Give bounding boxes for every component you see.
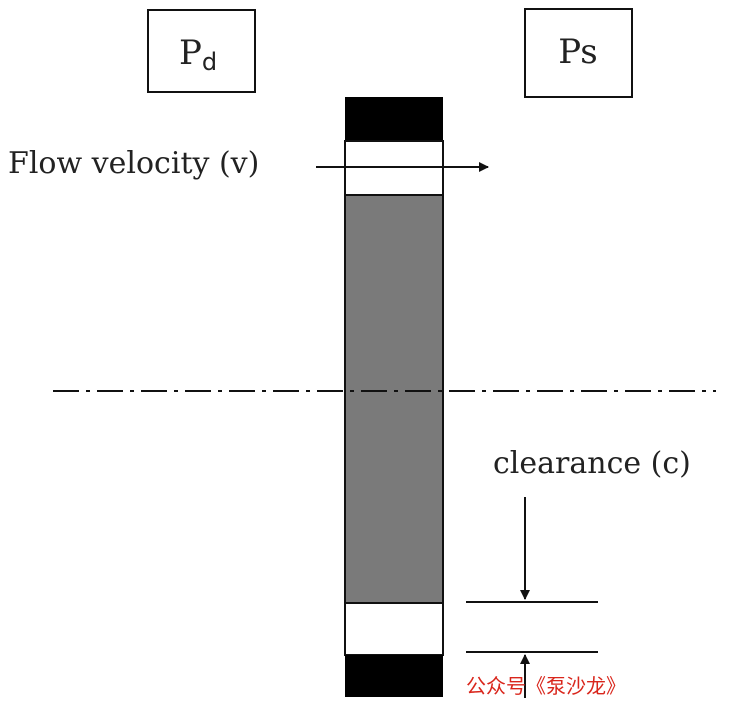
seal-column xyxy=(344,97,444,697)
clearance-label: clearance (c) xyxy=(493,446,691,481)
pd-label-main: P xyxy=(179,33,202,73)
flow-velocity-label: Flow velocity (v) xyxy=(8,146,259,181)
pd-label: Pd xyxy=(179,33,217,76)
pd-label-subscript: d xyxy=(202,48,217,76)
pd-box-frame xyxy=(147,9,256,93)
ps-box-frame xyxy=(524,8,633,98)
rotor-body xyxy=(344,194,444,604)
watermark-text: 公众号《泵沙龙》 xyxy=(466,674,626,698)
bottom-clearance-gap xyxy=(344,602,444,656)
ps-pressure-box: Ps xyxy=(524,8,633,98)
top-seal-block xyxy=(345,97,443,141)
pd-pressure-box: Pd xyxy=(147,9,256,93)
ps-label: Ps xyxy=(558,32,597,72)
bottom-seal-block xyxy=(345,655,443,697)
